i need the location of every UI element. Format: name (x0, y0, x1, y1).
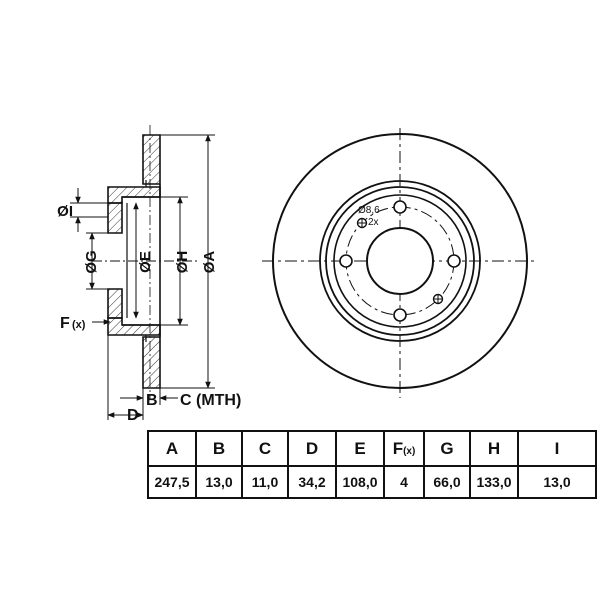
label-dia-g: ØG (83, 250, 100, 273)
label-f: F (60, 315, 70, 332)
header-f-sub: (x) (403, 445, 416, 457)
spec-table-header-row: A B C D E F(x) G H I (147, 430, 597, 467)
friction-inner-edge (319, 180, 481, 342)
value-h: 133,0 (469, 465, 519, 499)
value-f: 4 (383, 465, 425, 499)
header-d: D (287, 430, 337, 467)
label-d: D (127, 407, 139, 424)
bolt-hole-top (393, 200, 407, 214)
bolt-hole-right (447, 254, 461, 268)
bolt-hole-left (339, 254, 353, 268)
header-g: G (423, 430, 471, 467)
label-c: C (MTH) (180, 392, 241, 409)
side-section-view: ØI ØG ØE ØH ØA F (x) B C (MTH) D (57, 125, 241, 424)
label-dia-h: ØH (174, 251, 191, 274)
label-dia-e: ØE (137, 251, 154, 273)
label-dia-i: ØI (57, 203, 73, 220)
label-f-sub: (x) (72, 319, 86, 331)
friction-ring-upper (142, 134, 161, 185)
value-c: 11,0 (241, 465, 289, 499)
hub-hat-upper (107, 186, 161, 204)
value-g: 66,0 (423, 465, 471, 499)
front-view: Ø8,6 2x (262, 128, 538, 398)
header-i: I (517, 430, 597, 467)
value-a: 247,5 (147, 465, 197, 499)
hub-hat-lower (107, 317, 161, 336)
header-f-letter: F (392, 438, 404, 458)
label-hole-diameter: Ø8,6 (358, 205, 380, 216)
header-b: B (195, 430, 243, 467)
centre-bore (366, 227, 434, 295)
value-e: 108,0 (335, 465, 385, 499)
label-dia-a: ØA (201, 251, 218, 274)
header-c: C (241, 430, 289, 467)
spec-table: A B C D E F(x) G H I 247,5 13,0 11,0 34,… (147, 430, 597, 499)
spec-table-value-row: 247,5 13,0 11,0 34,2 108,0 4 66,0 133,0 … (147, 465, 597, 499)
bolt-hole-bottom (393, 308, 407, 322)
header-a: A (147, 430, 197, 467)
label-b: B (146, 392, 158, 409)
hub-flange-upper (107, 202, 123, 234)
hat-inner-edge (333, 194, 467, 328)
disc-outer-edge (272, 133, 528, 389)
label-hole-count: 2x (368, 217, 379, 228)
header-e: E (335, 430, 385, 467)
hat-outer-edge (325, 186, 475, 336)
value-b: 13,0 (195, 465, 243, 499)
friction-ring-lower (142, 336, 161, 389)
value-i: 13,0 (517, 465, 597, 499)
header-h: H (469, 430, 519, 467)
value-d: 34,2 (287, 465, 337, 499)
header-f: F(x) (383, 430, 425, 467)
hub-flange-lower (107, 288, 123, 319)
